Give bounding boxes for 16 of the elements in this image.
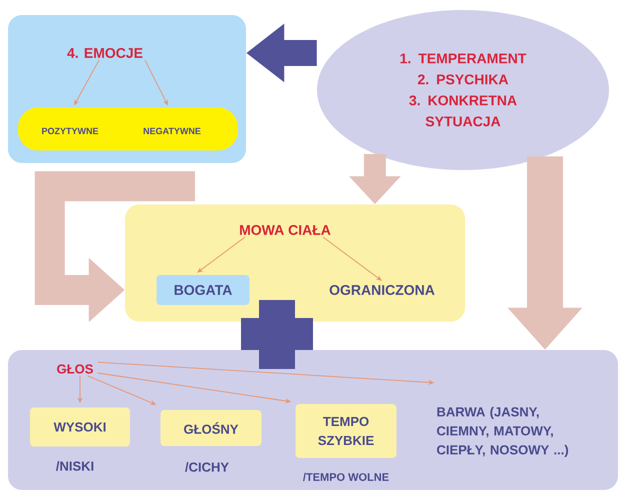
heading-text: GŁOS <box>57 364 93 374</box>
caption-text: /TEMPO WOLNE <box>303 472 389 482</box>
label-box: WYSOKI <box>30 408 130 446</box>
label-box: BOGATA <box>156 275 250 305</box>
caption-text: /NISKI <box>56 461 94 471</box>
label-box: TEMPO SZYBKIE <box>296 404 396 458</box>
label-box: GŁOŚNY <box>160 410 262 446</box>
description-text: BARWA (JASNY, CIEMNY, MATOWY, CIEPŁY, NOSOWY ...) <box>437 406 568 458</box>
rounded-panel <box>125 204 465 322</box>
caption-text: /CICHY <box>185 462 229 472</box>
item-text: POZYTYWNE <box>42 128 98 134</box>
highlight-bar <box>18 108 238 150</box>
heading-text: 4. EMOCJE <box>67 48 142 58</box>
item-text: OGRANICZONA <box>330 285 435 295</box>
item-text: NEGATYWNE <box>144 128 201 134</box>
heading-text: MOWA CIAŁA <box>240 225 330 235</box>
